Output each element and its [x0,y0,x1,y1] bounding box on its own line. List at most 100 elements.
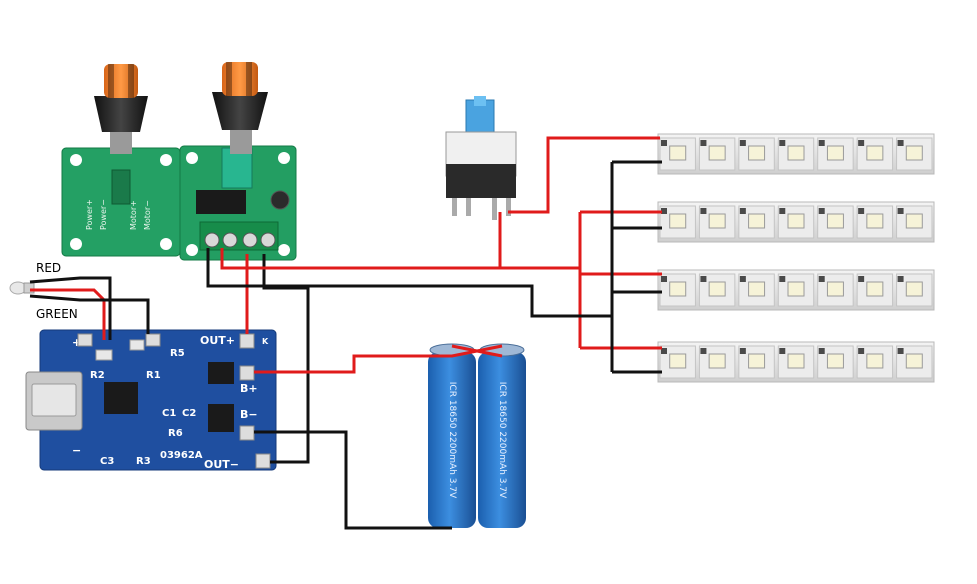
battery-left: ICR 18650 2200mAh 3.7V [428,343,476,528]
status-led [9,281,35,295]
led-pad [661,140,667,146]
pwm-silk-2: Power− [99,199,108,230]
potentiometer-knob-right[interactable] [212,62,268,154]
led-pad [858,348,865,354]
model-label: 03962A [160,450,203,461]
led-pad [858,140,865,146]
led-chip [708,213,726,229]
led-pad [661,348,667,354]
led-pad [779,348,786,354]
led-pad [779,140,786,146]
charger-board: + − OUT+ B+ B− OUT− R2 R1 R5 C1 C2 R6 C3… [25,329,277,471]
pad-b-plus [239,365,255,381]
led-pad [897,208,904,214]
wire-motor-plus [220,248,580,270]
wires [29,136,662,530]
pad-out-minus [255,453,271,469]
c3-label: C3 [100,456,114,467]
pad-b-minus [239,425,255,441]
wire-led-black [29,276,112,340]
push-button-switch[interactable] [445,96,517,220]
led-pad [818,140,825,146]
led-pad [779,208,786,214]
led-chip [905,353,923,369]
led-chip [708,353,726,369]
led-chip [787,145,805,161]
led-chip [826,281,844,297]
led-chip [708,145,726,161]
led-chip [669,145,687,161]
led-pad [700,276,707,282]
led-strip-group [657,133,935,383]
led-chip [748,281,766,297]
led-pad [700,348,707,354]
pad-plus [77,333,93,347]
led-chip [905,213,923,229]
led-pad [818,208,825,214]
led-chip [866,281,884,297]
r2-label: R2 [90,370,105,381]
c1-label: C1 [162,408,176,419]
pwm-silk-4: Motor− [143,200,152,230]
led-chip [787,353,805,369]
wire-motor-minus [206,248,612,318]
led-chip [748,213,766,229]
wire-switch-to-strip1 [508,136,660,214]
b-minus-label: B− [240,408,258,421]
wire-led-red [30,288,106,340]
led-chip [748,353,766,369]
battery-right-label: ICR 18650 2200mAh 3.7V [497,382,507,499]
battery-left-label: ICR 18650 2200mAh 3.7V [447,382,457,499]
led-chip [826,145,844,161]
r5-label: R5 [170,348,185,359]
led-pad [897,276,904,282]
pad-out-plus [239,333,255,349]
led-pad [779,276,786,282]
pwm-silk-1: Power+ [85,199,94,230]
led-strip-4 [657,341,935,383]
wire-b-plus [254,344,503,374]
pwm-silk-3: Motor+ [129,200,138,230]
led-pad [700,208,707,214]
led-chip [826,213,844,229]
wire-out-minus [262,254,310,464]
r3-label: R3 [136,456,151,467]
led-chip [866,213,884,229]
led-pad [858,208,865,214]
led-strip-3 [657,269,935,311]
led-chip [826,353,844,369]
battery-right: ICR 18650 2200mAh 3.7V [478,343,526,528]
led-pad [700,140,707,146]
wire-led-black-2 [29,294,150,334]
led-chip [669,281,687,297]
corner-label: K [262,337,269,346]
r1-label: R1 [146,370,161,381]
red-wire-label: RED [36,261,61,275]
led-chip [787,213,805,229]
led-chip [708,281,726,297]
led-pad [739,348,746,354]
out-plus-label: OUT+ [200,334,235,347]
pwm-board-front [179,145,297,261]
pin-minus-label: − [72,444,81,457]
led-pad [661,208,667,214]
pin-plus-label: + [72,336,81,349]
led-pad [739,140,746,146]
led-pad [897,140,904,146]
wire-battery-link [451,344,503,358]
charger-ic [104,382,138,414]
wire-b-minus [254,430,452,530]
led-chip [905,145,923,161]
led-pad [739,208,746,214]
pwm-board-back: Power+ Power− Motor+ Motor− [61,147,181,257]
led-strip-2 [657,201,935,243]
led-chip [669,353,687,369]
potentiometer-knob-left[interactable] [94,64,148,154]
led-chip [748,145,766,161]
led-strip-1 [657,133,935,175]
led-pad [739,276,746,282]
pad-minus-top [145,333,161,347]
led-chip [669,213,687,229]
